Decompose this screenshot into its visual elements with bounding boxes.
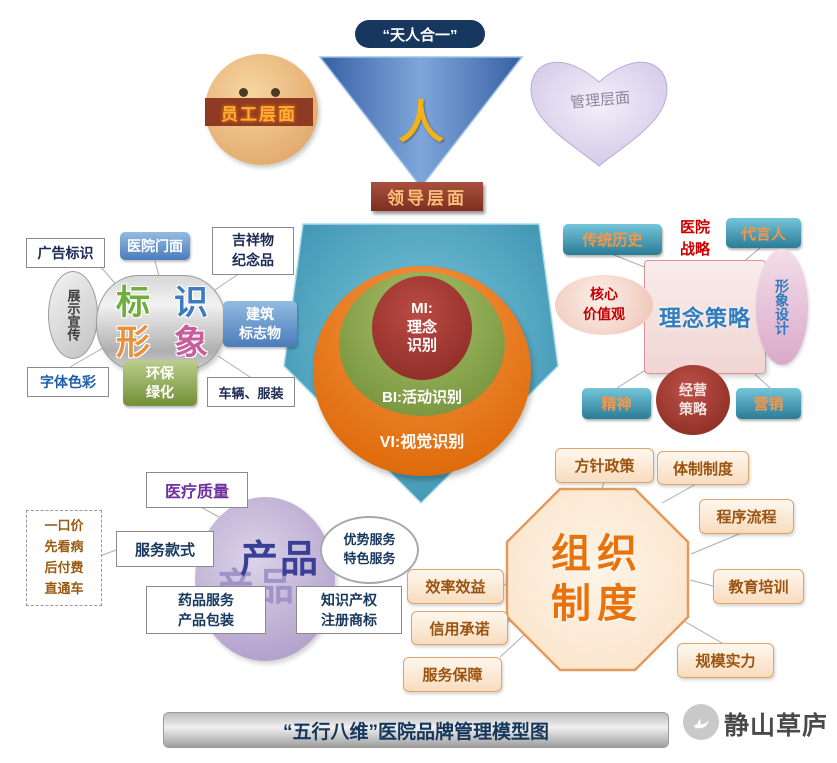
packaging-box: 药品服务 产品包装 — [146, 586, 266, 634]
watermark-bird-badge — [683, 704, 719, 740]
medical-quality-box: 医疗质量 — [146, 472, 248, 508]
person-triangle-shape — [318, 56, 524, 189]
concept-strategy-box: 理念策略 — [644, 260, 766, 374]
font-color-box: 字体色彩 — [27, 367, 109, 397]
process-box: 程序流程 — [699, 499, 794, 534]
display-promo-ellipse: 展示宣传 — [48, 271, 98, 359]
employee-face-eye — [271, 88, 280, 97]
ip-trademark-box: 知识产权 注册商标 — [296, 586, 402, 634]
image-design-label: 形象设计 — [774, 279, 790, 335]
vehicle-uniform-box: 车辆、服装 — [207, 377, 295, 407]
guarantee-box: 服务保障 — [403, 657, 502, 692]
hospital-strategy-label: 医院 战略 — [679, 218, 710, 259]
service-style-box: 服务款式 — [116, 531, 214, 567]
person-character: 人 — [398, 96, 444, 148]
identity-title: 标识形象 — [116, 284, 208, 362]
employee-face-eye — [239, 88, 248, 97]
ad-logo-box: 广告标识 — [26, 238, 105, 268]
organization-title: 组织 制度 — [551, 532, 643, 626]
scale-box: 规模实力 — [677, 643, 774, 678]
watermark-text: 静山草庐 — [724, 713, 829, 740]
express-pricing-box: 一口价 先看病 后付费 直通车 — [26, 510, 102, 606]
dove-icon — [693, 718, 709, 729]
spokesperson-box: 代言人 — [726, 218, 801, 248]
building-landmark-box: 建筑 标志物 — [223, 301, 297, 347]
policy-box: 方针政策 — [555, 448, 654, 483]
core-values-ellipse: 核心 价值观 — [555, 275, 653, 335]
product-title: 产品 — [240, 539, 321, 581]
employee-level-label: 员工层面 — [205, 98, 313, 126]
mascot-box: 吉祥物 纪念品 — [212, 227, 294, 275]
heart-shape — [530, 61, 668, 167]
spirit-box: 精神 — [582, 388, 651, 419]
display-promo-label: 展示宣传 — [65, 289, 81, 341]
credit-box: 信用承诺 — [411, 611, 508, 645]
hospital-facade-box: 医院门面 — [120, 232, 190, 260]
leader-level-label: 领导层面 — [371, 182, 483, 211]
marketing-box: 营销 — [736, 388, 801, 419]
image-design-ellipse: 形象设计 — [756, 249, 808, 365]
tradition-history-box: 传统历史 — [563, 224, 662, 255]
efficiency-box: 效率效益 — [407, 569, 504, 604]
footer-title-bar: “五行八维”医院品牌管理模型图 — [163, 712, 669, 748]
eco-green-box: 环保 绿化 — [123, 360, 197, 406]
business-strategy-circle: 经营 策略 — [656, 365, 730, 435]
training-box: 教育培训 — [713, 569, 804, 604]
mi-ellipse: MI: 理念 识别 — [372, 276, 472, 380]
bi-label: BI:活动识别 — [382, 389, 462, 406]
vi-label: VI:视觉识别 — [379, 434, 465, 451]
unity-banner: “天人合一” — [355, 20, 485, 48]
advantage-service-cloud: 优势服务 特色服务 — [320, 516, 419, 584]
institution-box: 体制制度 — [657, 451, 749, 485]
